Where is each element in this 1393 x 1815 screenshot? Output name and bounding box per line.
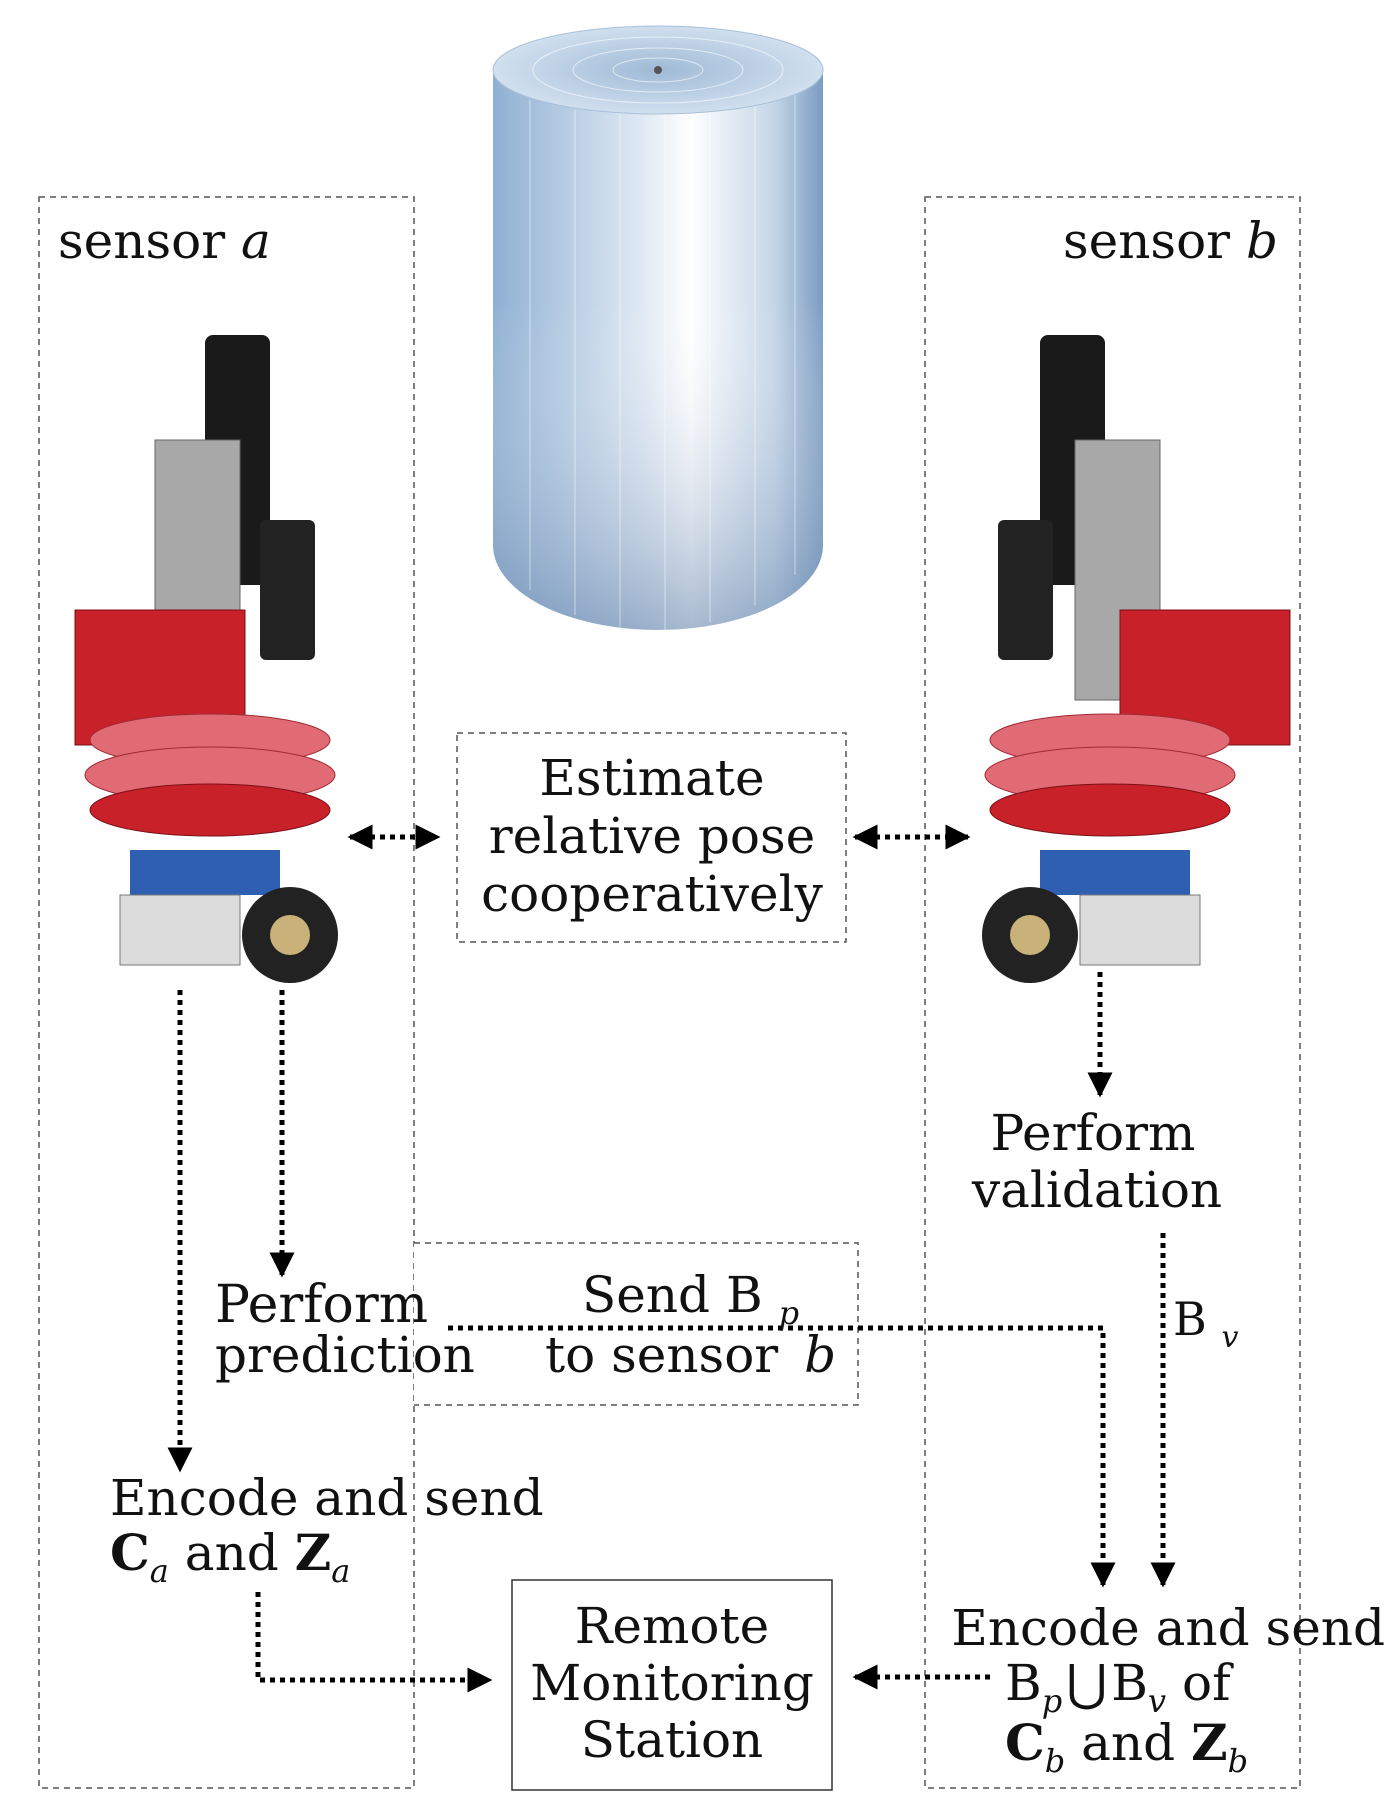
bv-label: B v [1173, 1292, 1238, 1355]
encode-b-b1: B [1005, 1654, 1042, 1712]
sensor-a-label: sensor a [58, 212, 271, 270]
send-bp-line1: Send B p [582, 1266, 799, 1332]
encode-a-z: Z [295, 1523, 332, 1582]
encode-b-and: and [1065, 1714, 1191, 1772]
estimate-line1: Estimate [539, 749, 764, 807]
sensor-a-word: sensor [58, 212, 225, 270]
sensor-b-word: sensor [1063, 212, 1230, 270]
remote-station-box [511, 1579, 833, 1791]
encode-b-line2: Bp⋃Bv of [1005, 1654, 1234, 1720]
encode-b-b1-sub: p [1042, 1682, 1062, 1720]
encode-a-c-sub: a [150, 1552, 169, 1590]
bv-main: B [1173, 1292, 1207, 1346]
encode-a-z-sub: a [331, 1552, 350, 1590]
send-bp-to: to sensor [545, 1326, 778, 1384]
remote-station: Remote Monitoring Station [530, 1597, 814, 1769]
prediction-line2: prediction [215, 1326, 475, 1384]
encode-b-node: Encode and send Bp⋃Bv of Cb and Zb [951, 1599, 1385, 1780]
encode-a-line2: Ca and Za [110, 1523, 350, 1590]
arrow-send-bp [448, 1325, 1116, 1588]
sensor-b-var: b [1246, 212, 1278, 270]
encode-b-of: of [1166, 1654, 1234, 1712]
arrow-encode-a-to-station [255, 1592, 493, 1693]
encode-b-z: Z [1191, 1713, 1228, 1772]
remote-line2: Monitoring [530, 1654, 814, 1712]
sensor-b-frame [924, 196, 1301, 1789]
robot-sensor-b-icon [982, 335, 1291, 983]
encode-b-z-sub: b [1228, 1742, 1248, 1780]
sensor-b-label: sensor b [1063, 212, 1278, 270]
obstacle-cylinder-icon [492, 25, 824, 630]
estimate-line2: relative pose [489, 807, 815, 865]
encode-a-c: C [110, 1523, 150, 1582]
validation-line1: Perform [991, 1104, 1196, 1162]
send-bp-label: Send B p to sensor b [545, 1266, 836, 1384]
encode-a-line1: Encode and send [110, 1469, 544, 1527]
send-frame [414, 1242, 859, 1406]
validation-node: Perform validation [971, 1104, 1222, 1219]
send-bp-sub: p [779, 1294, 799, 1332]
send-bp-var: b [804, 1326, 836, 1384]
encode-b-union: ⋃ [1066, 1654, 1107, 1712]
encode-a-and: and [169, 1524, 295, 1582]
center-box-frame [456, 732, 847, 943]
estimate-line3: cooperatively [481, 865, 823, 923]
encode-b-c: C [1005, 1713, 1045, 1772]
encode-b-b2-sub: v [1148, 1682, 1166, 1720]
estimate-pose-box: Estimate relative pose cooperatively [481, 749, 823, 923]
encode-a-node: Encode and send Ca and Za [110, 1469, 544, 1590]
prediction-node: Perform prediction [215, 1275, 475, 1384]
bv-sub: v [1221, 1320, 1238, 1355]
robot-sensor-a-icon [74, 335, 338, 983]
remote-line1: Remote [575, 1597, 769, 1655]
flow-arrows [167, 824, 1176, 1693]
encode-b-b2: B [1111, 1654, 1148, 1712]
encode-b-line3: Cb and Zb [1005, 1713, 1248, 1780]
sensor-a-frame [38, 196, 415, 1789]
validation-line2: validation [971, 1161, 1222, 1219]
encode-b-c-sub: b [1045, 1742, 1065, 1780]
remote-line3: Station [581, 1711, 764, 1769]
prediction-line1: Perform [215, 1275, 428, 1335]
send-bp-word: Send B [582, 1266, 763, 1324]
encode-b-line1: Encode and send [951, 1599, 1385, 1657]
sensor-a-var: a [241, 212, 271, 270]
send-bp-line2: to sensor b [545, 1326, 836, 1384]
